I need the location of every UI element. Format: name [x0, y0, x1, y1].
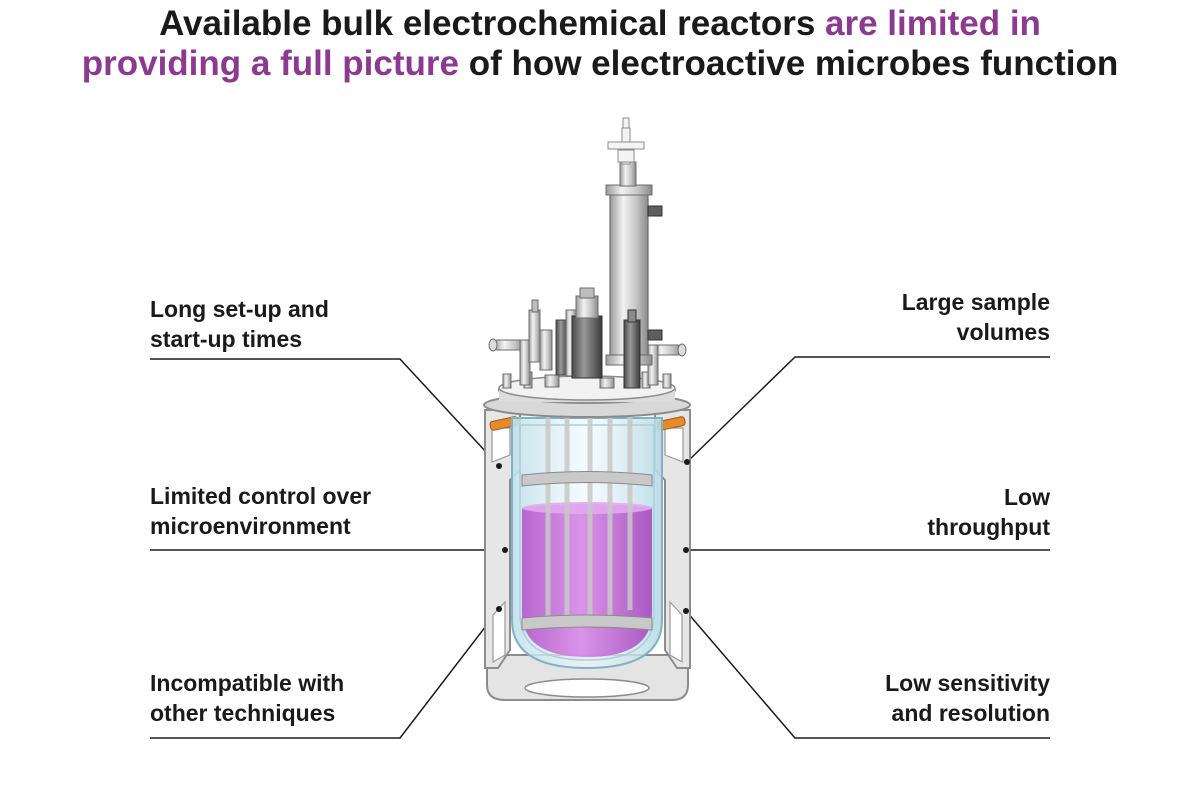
callout-lines: [150, 356, 1050, 739]
callout-line-left-3: [150, 608, 500, 739]
callout-dot-left-2: [502, 547, 508, 553]
page-title: Available bulk electrochemical reactors …: [0, 4, 1200, 84]
title-highlight-2: providing a full picture: [81, 44, 459, 83]
label-line: throughput: [927, 514, 1050, 540]
title-part1: Available bulk electrochemical reactors: [159, 4, 826, 43]
label-line: volumes: [956, 319, 1050, 345]
callout-dot-right-1: [684, 459, 690, 465]
callout-dot-left-1: [496, 463, 502, 469]
label-line: and resolution: [891, 700, 1050, 726]
label-incompatible: Incompatible with other techniques: [150, 668, 344, 728]
label-sensitivity: Low sensitivity and resolution: [885, 668, 1050, 728]
callout-dots: [496, 459, 690, 614]
label-line: Low: [1004, 484, 1050, 510]
callout-line-right-3: [685, 610, 1050, 739]
label-throughput: Low throughput: [927, 482, 1050, 542]
filter-icon: [607, 117, 645, 165]
bioreactor-illustration: [483, 117, 691, 701]
callout-dot-right-2: [683, 547, 689, 553]
label-microenvironment: Limited control over microenvironment: [150, 481, 371, 541]
label-line: Long set-up and: [150, 296, 329, 322]
label-line: Limited control over: [150, 483, 372, 509]
title-part2: of how electroactive microbes function: [458, 44, 1119, 83]
callout-dot-right-3: [683, 608, 689, 614]
callout-dot-left-3: [496, 606, 502, 612]
label-line: Low sensitivity: [885, 670, 1050, 696]
label-line: Large sample: [901, 289, 1050, 315]
label-line: other techniques: [150, 700, 336, 726]
label-line: start-up times: [150, 326, 303, 352]
label-setup-time: Long set-up and start-up times: [150, 294, 329, 354]
title-highlight-1: are limited in: [825, 4, 1041, 43]
label-line: Incompatible with: [150, 670, 345, 696]
callout-line-left-1: [150, 358, 500, 467]
label-sample-volumes: Large sample volumes: [902, 287, 1050, 347]
callout-line-right-1: [686, 356, 1050, 463]
motor: [571, 315, 603, 379]
label-line: microenvironment: [150, 513, 351, 539]
